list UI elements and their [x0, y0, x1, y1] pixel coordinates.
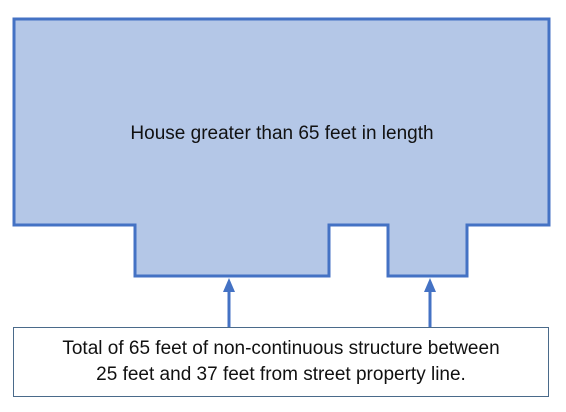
house-footprint-shape	[12, 17, 551, 278]
house-label: House greater than 65 feet in length	[130, 123, 434, 144]
arrow-left	[223, 278, 235, 327]
arrow-left-head	[223, 278, 235, 292]
note-box: Total of 65 feet of non-continuous struc…	[13, 327, 549, 397]
arrow-right-head	[424, 278, 436, 292]
note-line-2: 25 feet and 37 feet from street property…	[96, 364, 466, 385]
arrow-right	[424, 278, 436, 327]
note-line-1: Total of 65 feet of non-continuous struc…	[62, 338, 500, 359]
